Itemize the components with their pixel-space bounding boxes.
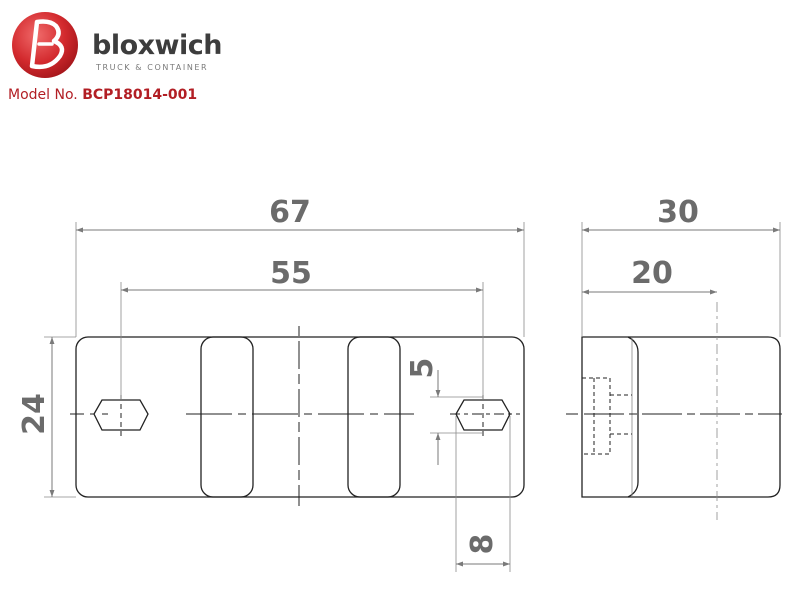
dim-label-20: 20 (631, 256, 673, 291)
b-swoosh-circle-icon (12, 12, 78, 78)
front-view (75, 336, 525, 498)
front-rib-right (347, 336, 401, 498)
dim-label-67: 67 (269, 195, 311, 230)
side-centre-lines (566, 302, 782, 520)
front-outline (75, 336, 525, 498)
side-outline (628, 336, 781, 498)
brand-name: bloxwich (92, 30, 222, 61)
front-rib-left (200, 336, 254, 498)
dim-label-5: 5 (405, 358, 440, 379)
brand-tagline: TRUCK & CONTAINER (96, 63, 209, 72)
dim-label-55: 55 (270, 256, 312, 291)
model-label: Model No. (8, 87, 78, 103)
model-number-line: Model No. BCP18014-001 (8, 87, 197, 103)
brand-logo: bloxwich TRUCK & CONTAINER (10, 10, 225, 80)
side-dimension-lines (582, 227, 780, 295)
front-centre-lines (70, 326, 520, 506)
dim-label-30: 30 (657, 195, 699, 230)
front-dimension-lines (49, 227, 524, 567)
side-extension-lines (581, 222, 781, 337)
model-number: BCP18014-001 (82, 87, 198, 103)
dim-label-24: 24 (17, 393, 52, 435)
side-view (581, 336, 781, 498)
dim-label-8: 8 (465, 534, 500, 555)
side-hidden-lines (582, 377, 632, 455)
